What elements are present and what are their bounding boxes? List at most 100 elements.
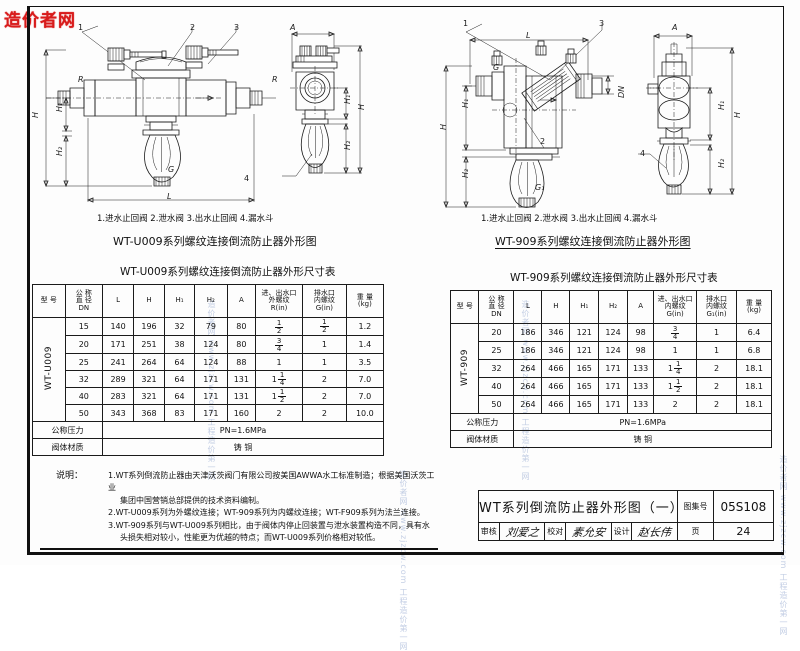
dim-h: H (439, 123, 448, 130)
cell-h2: 124 (194, 353, 228, 371)
cell-a: 98 (626, 323, 655, 342)
cell-l: 289 (102, 370, 135, 388)
table-footer-material: 阀体材质 铸 铜 (31, 438, 384, 456)
dim-h1-side: H₁ (343, 94, 352, 104)
th-dn: 公 称 直 径 DN (64, 284, 104, 318)
pressure-label: 公称压力 (449, 413, 515, 431)
dim-r-right: R (272, 75, 278, 84)
sheet-frame (27, 6, 784, 555)
table-title-left: WT-U009系列螺纹连接倒流防止器外形尺寸表 (120, 266, 336, 278)
dim-l: L (167, 192, 172, 201)
cell-thread-g: 1 (302, 353, 347, 371)
cell-dn: 50 (64, 404, 104, 422)
cell-h: 321 (133, 387, 165, 405)
cell-dn: 50 (478, 395, 515, 414)
design-signature: 赵长伟 (631, 522, 679, 541)
caption-left: WT-U009系列螺纹连接倒流防止器外形图 (113, 235, 317, 248)
cell-thread-g: 2 (302, 370, 347, 388)
cell-h2: 124 (598, 323, 628, 342)
callout-3: 3 (599, 19, 605, 28)
dim-g1: G₁ (535, 183, 545, 192)
cell-l: 241 (102, 353, 135, 371)
legend-left: 1.进水止回阀 2.泄水阀 3.出水止回阀 4.漏水斗 (97, 214, 274, 224)
cell-thread-g1: 1 (695, 341, 738, 360)
pressure-label: 公称压力 (31, 421, 104, 439)
material-value: 铸 铜 (513, 430, 772, 448)
dim-h-side: H (357, 103, 366, 110)
watermark-vertical: 造价者网 www.zjzcw.com 工程造价第一网 (399, 470, 408, 651)
drawing-sheet: 造价者网 造价者网 www.zjzcw.com 工程造价第一网 造价者网 www… (4, 6, 788, 651)
cell-l: 186 (513, 323, 543, 342)
th-h1: H₁ (163, 284, 196, 318)
cell-thread-g: 1 (302, 335, 347, 354)
notes-divider (40, 548, 438, 550)
dim-h-side: H (733, 111, 742, 118)
dim-r-left: R (78, 75, 84, 84)
cell-h: 466 (541, 395, 571, 414)
cell-h2: 171 (598, 377, 628, 396)
cell-h1: 165 (569, 377, 600, 396)
cell-weight: 1.2 (345, 317, 385, 336)
th-thread-drain: 排水口 内螺纹 G₁(in) (695, 290, 738, 324)
table-title-right: WT-909系列螺纹连接倒流防止器外形尺寸表 (510, 272, 718, 284)
note-item: 3.WT-909系列与WT-U009系列相比，由于阀体内停止回装置与泄水装置构造… (108, 520, 430, 530)
cell-weight: 7.0 (345, 387, 385, 405)
callout-2: 2 (190, 23, 196, 32)
cell-thread-g: 2 (302, 387, 347, 405)
cell-thread-g1: 2 (695, 359, 738, 378)
th-weight: 重 量 (kg) (345, 284, 385, 318)
cell-dn: 40 (64, 387, 104, 405)
cell-dn: 25 (64, 353, 104, 371)
cell-a: 80 (226, 317, 257, 336)
cell-a: 131 (226, 387, 257, 405)
callout-2: 2 (540, 137, 546, 146)
page-label: 页 (677, 522, 714, 541)
material-value: 铸 铜 (102, 438, 384, 456)
th-l: L (513, 290, 543, 324)
cell-h1: 165 (569, 395, 600, 414)
cell-thread-r: 2 (255, 404, 304, 422)
cell-h: 196 (133, 317, 165, 336)
th-a: A (626, 290, 655, 324)
check-label: 校对 (544, 522, 566, 541)
cell-l: 264 (513, 395, 543, 414)
cell-dn: 32 (64, 370, 104, 388)
cell-dn: 15 (64, 317, 104, 336)
page-value: 24 (712, 522, 775, 541)
cell-weight: 10.0 (345, 404, 385, 422)
cell-l: 186 (513, 341, 543, 360)
cell-thread-r: 1 (255, 353, 304, 371)
material-label: 阀体材质 (31, 438, 104, 456)
cell-h1: 83 (163, 404, 196, 422)
cell-h: 346 (541, 341, 571, 360)
th-model: 型 号 (449, 290, 480, 324)
th-thread-drain: 排水口 内螺纹 G(in) (302, 284, 347, 318)
callout-3: 3 (234, 23, 240, 32)
cell-thread-g: 2 (653, 395, 697, 414)
note-item: 头损失相对较小，性能更为优越的特点；而WT-U009系列价格相对较低。 (120, 532, 381, 542)
notes-block: 说明： 1.WT系列倒流防止器由天津沃茨阀门有限公司按美国AWWA水工标准制造；… (56, 470, 436, 544)
cell-dn: 25 (478, 341, 515, 360)
dim-h2: H₂ (55, 146, 64, 156)
drawing-wt-909 (432, 18, 782, 213)
dim-a-side: A (672, 23, 678, 32)
cell-l: 140 (102, 317, 135, 336)
th-dn: 公 称 直 径 DN (478, 290, 515, 324)
drawing-title: WT系列倒流防止器外形图（一） (477, 490, 683, 523)
cell-h1: 64 (163, 353, 196, 371)
drawing-wt-u009 (40, 18, 380, 213)
cell-a: 131 (226, 370, 257, 388)
cell-weight: 1.4 (345, 335, 385, 354)
cell-dn: 20 (478, 323, 515, 342)
cell-h2: 171 (598, 359, 628, 378)
dim-g: G (493, 63, 500, 72)
cell-a: 98 (626, 341, 655, 360)
cell-h: 264 (133, 353, 165, 371)
dim-h1: H₁ (55, 102, 64, 112)
cell-a: 133 (626, 359, 655, 378)
cell-weight: 18.1 (736, 395, 772, 414)
